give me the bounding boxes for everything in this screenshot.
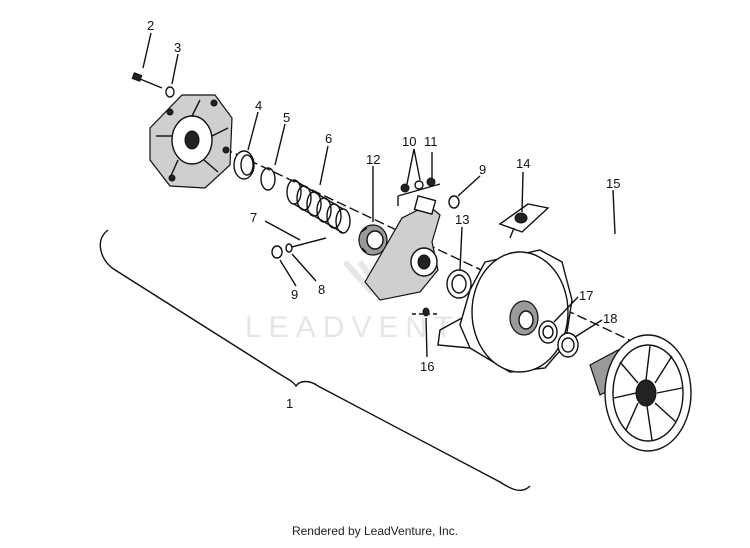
label-part-9-lower: 9	[291, 287, 298, 302]
roller-left	[271, 245, 283, 259]
cover-plate	[149, 94, 233, 189]
footer-credit: Rendered by LeadVenture, Inc.	[291, 524, 459, 538]
part-labels: 2 3 4 5 6 7 8 9 9 10 11 12 13 14 15 16 1…	[147, 18, 620, 411]
label-part-7: 7	[250, 210, 257, 225]
spring	[286, 179, 351, 234]
small-ring	[285, 243, 293, 253]
thrust-washer	[446, 269, 472, 299]
roller-right	[448, 195, 460, 209]
label-part-14: 14	[516, 156, 530, 171]
label-part-15: 15	[606, 176, 620, 191]
set-screw	[412, 307, 440, 317]
clip	[498, 203, 550, 239]
label-part-5: 5	[283, 110, 290, 125]
label-part-10: 10	[402, 134, 416, 149]
fixed-sheave	[589, 334, 692, 452]
shaft-ring	[557, 332, 579, 358]
leader-lines	[142, 32, 616, 358]
label-part-16: 16	[420, 359, 434, 374]
label-part-9-upper: 9	[479, 162, 486, 177]
nut-washer-set	[397, 177, 441, 206]
snap-ring	[260, 167, 276, 191]
label-part-18: 18	[603, 311, 617, 326]
long-pin	[599, 235, 631, 247]
label-part-13: 13	[455, 212, 469, 227]
label-part-1: 1	[286, 396, 293, 411]
label-part-12: 12	[366, 152, 380, 167]
assembly-bracket	[99, 229, 531, 492]
label-part-4: 4	[255, 98, 262, 113]
label-part-11: 11	[424, 134, 438, 149]
label-part-3: 3	[174, 40, 181, 55]
label-part-17: 17	[579, 288, 593, 303]
bushing-ring	[233, 150, 255, 180]
bolt	[131, 72, 163, 89]
roller-bearing	[358, 224, 388, 256]
shaft-washer	[538, 320, 558, 344]
spider-arm	[364, 195, 441, 301]
washer	[165, 86, 175, 98]
label-part-6: 6	[325, 131, 332, 146]
label-part-2: 2	[147, 18, 154, 33]
label-part-8: 8	[318, 282, 325, 297]
